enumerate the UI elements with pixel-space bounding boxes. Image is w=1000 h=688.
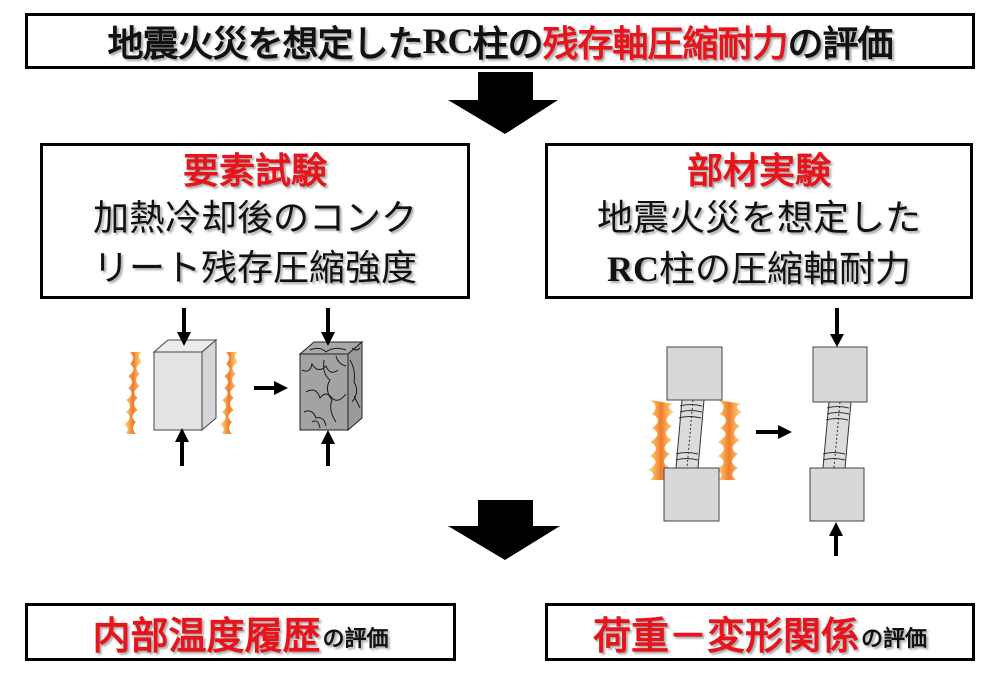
member-test-line2-latin: RC	[606, 249, 659, 289]
damaged-specimen	[298, 340, 364, 432]
flow-down-arrow-icon	[448, 500, 560, 560]
flame-icon	[716, 400, 742, 480]
member-test-heading: 部材実験	[686, 151, 831, 192]
result-temperature-suffix: の評価	[322, 627, 389, 652]
element-test-heading: 要素試験	[182, 151, 327, 192]
title-part2: RC	[422, 21, 473, 61]
member-test-panel: 部材実験 地震火災を想定した RC柱の圧縮軸耐力	[545, 143, 973, 299]
compression-arrow-icon	[175, 428, 189, 466]
result-temperature-box: 内部温度履歴 の評価	[25, 603, 456, 661]
compression-arrow-icon	[829, 522, 843, 556]
right-arrow-icon	[254, 381, 288, 395]
flame-icon	[220, 352, 238, 434]
element-test-line2: リート残存圧縮強度	[92, 248, 417, 289]
member-test-line1: 地震火災を想定した	[596, 198, 921, 239]
compression-arrow-icon	[177, 308, 191, 346]
flow-down-arrow-shape	[448, 72, 558, 134]
flame-icon	[648, 400, 674, 480]
result-load-deformation-box: 荷重－変形関係 の評価	[545, 603, 975, 661]
flow-down-arrow-icon	[448, 72, 558, 134]
member-test-illustration	[648, 308, 868, 556]
result-temperature-main: 内部温度履歴	[92, 613, 321, 658]
element-test-line1: 加熱冷却後のコンク	[92, 198, 417, 239]
element-test-panel: 要素試験 加熱冷却後のコンク リート残存圧縮強度	[40, 143, 470, 299]
column-specimen-loaded	[809, 346, 868, 522]
column-specimen-heated	[663, 346, 723, 522]
title-box: 地震火災を想定した RC 柱の 残存軸圧縮耐力 の評価	[25, 13, 975, 69]
element-test-illustration	[124, 308, 364, 466]
member-test-line2-rest: 柱の圧縮軸耐力	[658, 249, 911, 290]
right-arrow-icon	[756, 425, 792, 439]
title-highlight: 残存軸圧縮耐力	[542, 24, 789, 65]
result-load-deformation-main: 荷重－変形関係	[592, 613, 859, 658]
title-part1: 地震火災を想定した	[107, 24, 423, 65]
title-part4: の評価	[787, 24, 894, 65]
flame-icon	[124, 352, 142, 434]
title-part3: 柱の	[472, 24, 543, 65]
member-test-line2: RC柱の圧縮軸耐力	[548, 244, 970, 295]
compression-arrow-icon	[321, 308, 335, 346]
intact-specimen	[152, 338, 218, 432]
compression-arrow-icon	[321, 430, 335, 466]
flow-down-arrow-shape	[448, 500, 560, 560]
result-load-deformation-suffix: の評価	[861, 627, 928, 652]
compression-arrow-icon	[830, 308, 844, 347]
